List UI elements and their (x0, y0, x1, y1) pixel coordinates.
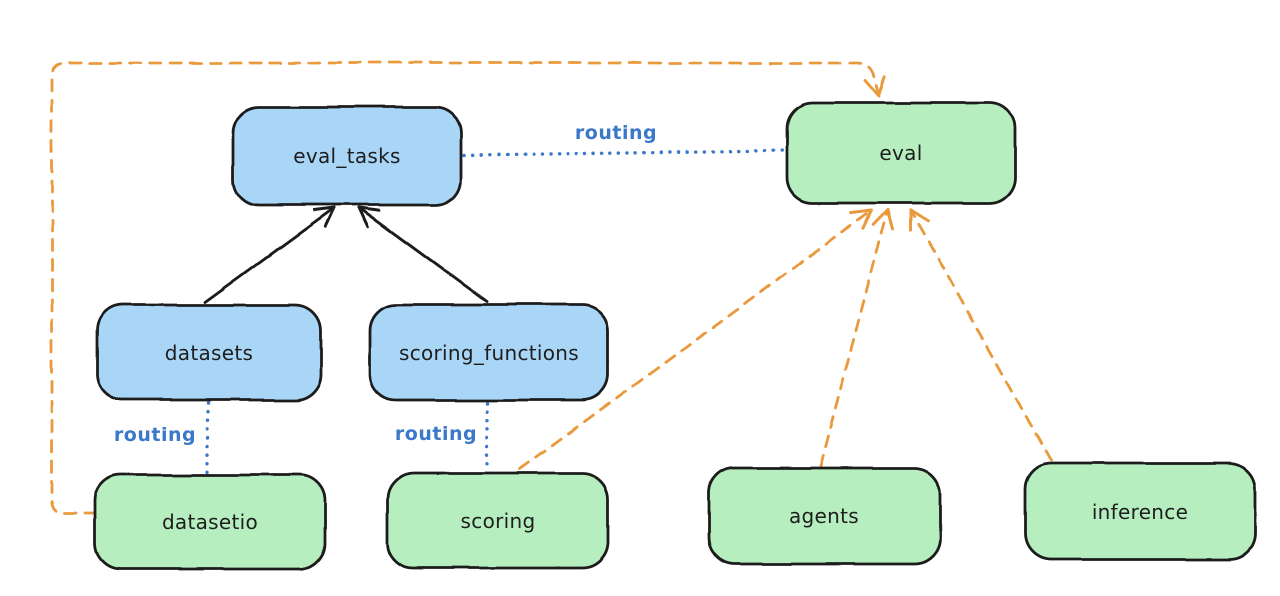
labels-layer: eval_tasks eval datasets scoring_functio… (114, 122, 1188, 534)
edge-datasets-to-eval-tasks (203, 206, 336, 304)
node-datasets-box (95, 303, 323, 402)
node-scoring-box (386, 471, 610, 570)
node-scoring-functions-box (368, 303, 610, 402)
node-inference-label: inference (1092, 500, 1188, 524)
edge-label-routing-scoring: routing (395, 423, 477, 445)
node-eval-tasks-box (231, 105, 463, 207)
edge-datasetio-to-eval (50, 61, 886, 515)
node-eval-tasks-label: eval_tasks (293, 144, 400, 168)
node-datasetio-box (93, 473, 327, 571)
edge-scoring-functions-to-eval-tasks (357, 206, 489, 304)
node-agents-label: agents (789, 504, 859, 528)
edge-label-routing-datasets: routing (114, 424, 196, 446)
edge-agents-to-eval (818, 208, 895, 468)
node-datasets-label: datasets (165, 341, 253, 365)
node-datasetio-label: datasetio (162, 510, 258, 534)
edge-inference-to-eval (909, 208, 1053, 463)
edges-layer (50, 61, 1053, 515)
edge-scoring-to-eval (518, 208, 874, 471)
node-inference-box (1023, 462, 1257, 561)
nodes-layer (93, 101, 1257, 571)
node-eval-label: eval (879, 141, 922, 165)
edge-eval-tasks-to-eval-routing (462, 149, 787, 157)
node-scoring-label: scoring (461, 509, 536, 533)
node-scoring-functions-label: scoring_functions (399, 341, 579, 365)
edge-label-routing-top: routing (575, 122, 657, 144)
node-eval-box (785, 101, 1017, 205)
node-agents-box (706, 466, 942, 566)
